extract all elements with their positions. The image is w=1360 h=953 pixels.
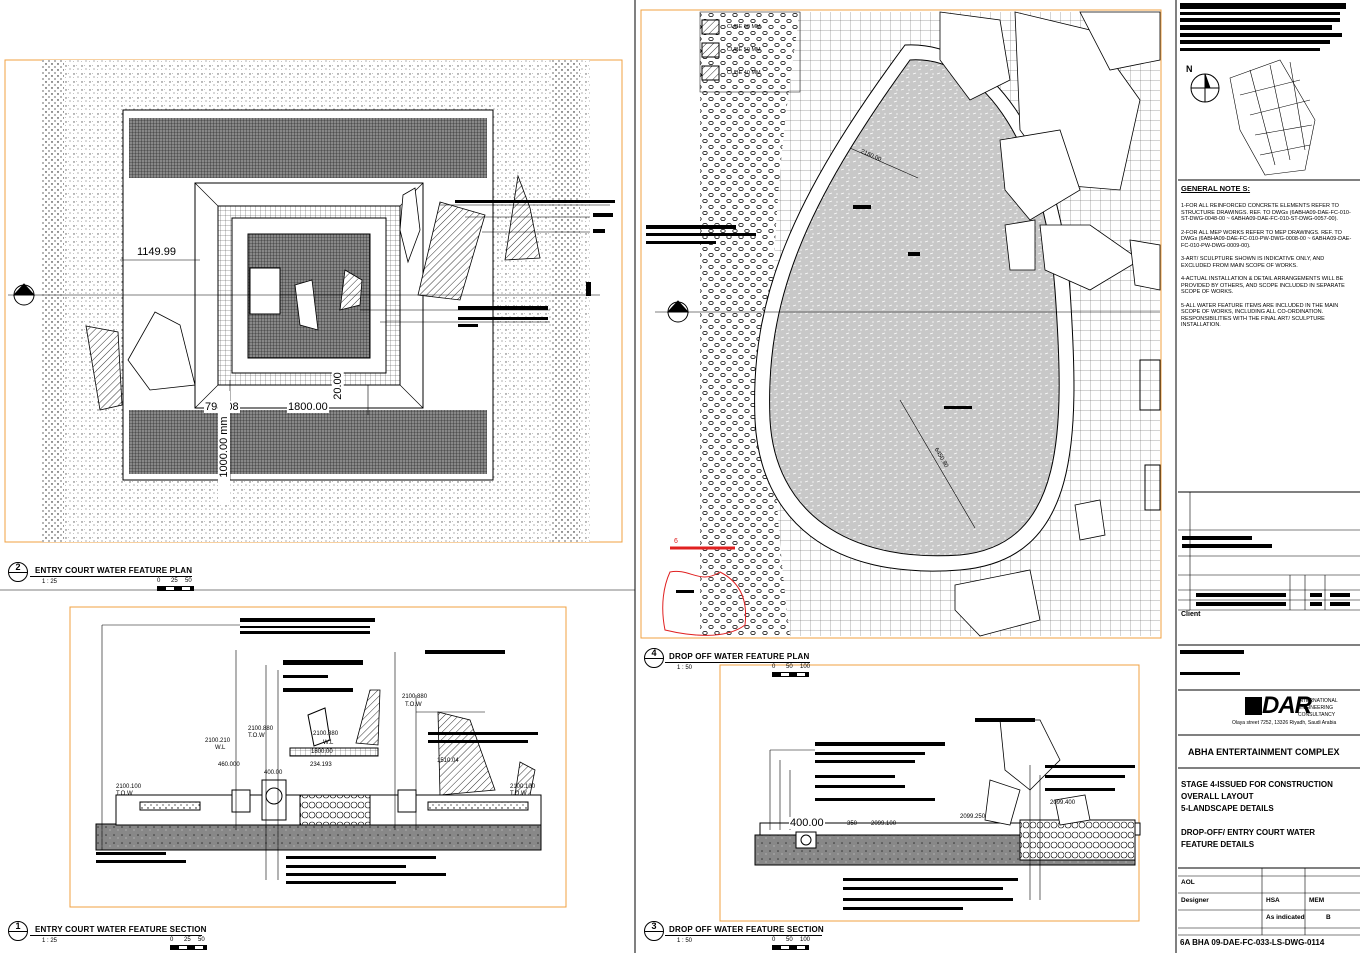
view1-bar-2: 50	[198, 937, 205, 943]
view2-bar-0: 0	[157, 578, 161, 584]
view3-title: DROP OFF WATER FEATURE SECTION	[669, 925, 824, 934]
note-4: 4-ACTUAL INSTALLATION & DETAIL ARRANGEME…	[1181, 276, 1345, 295]
tb-mem: MEM	[1309, 897, 1325, 904]
plan2-dim-1000: 1000.00 mm	[218, 391, 230, 503]
plan2-dim-width: 1149.99	[136, 246, 177, 258]
view4-scale: 1 : 50	[677, 665, 693, 671]
sec1-lvl-10b: T.O.W	[116, 791, 133, 797]
sec1-lvl-5b: W.L	[323, 740, 334, 746]
callout-number: 6	[674, 538, 678, 545]
view4-bar-2: 100	[800, 664, 811, 670]
tb-hsa: HSA	[1266, 897, 1280, 904]
sec1-lvl-1b: T.O.W	[248, 733, 265, 739]
view2-scale: 1 : 25	[42, 579, 58, 585]
view3-bar-2: 100	[800, 937, 811, 943]
stage-1: STAGE 4-ISSUED FOR CONSTRUCTION	[1181, 780, 1333, 789]
legend-label-1: CUBE 60 MM	[727, 24, 761, 30]
sec1-lvl-4b: T.O.W	[405, 702, 422, 708]
tb-scale: As indicated	[1266, 914, 1305, 921]
view3-bar-1: 50	[786, 937, 793, 943]
dar-sub-3: CONSULTANCY	[1298, 712, 1336, 718]
dar-address: Olaya street 7252, 13326 Riyadh, Saudi A…	[1232, 720, 1337, 726]
plan2-dim-20: 20.00	[331, 371, 344, 401]
view2-title: ENTRY COURT WATER FEATURE PLAN	[35, 566, 193, 575]
sec3-lvl-2: 2099.250	[960, 814, 986, 820]
plan2-dim-1800: 1800.00	[287, 401, 329, 413]
sec3-dim-400: 400.00	[789, 817, 825, 829]
dar-sub-2: ENGINEERING	[1298, 705, 1334, 711]
legend-icons	[699, 11, 801, 93]
view4-bar-0: 0	[772, 664, 776, 670]
note-3: 3-ART/ SCULPTURE SHOWN IS INDICATIVE ONL…	[1181, 256, 1325, 269]
drawing-title-2: FEATURE DETAILS	[1181, 840, 1255, 849]
sec1-lvl-7: 234.193	[310, 762, 332, 768]
sec1-lvl-5: 2100.880	[313, 731, 339, 737]
north-arrow	[1190, 73, 1220, 103]
sec3-lvl-1: 2099.100	[871, 821, 897, 827]
tb-aol: AOL	[1181, 879, 1195, 886]
client-label: Client	[1181, 611, 1201, 618]
sec1-lvl-4: 2100.880	[402, 694, 428, 700]
dar-sub-1: INTERNATIONAL	[1298, 698, 1338, 704]
dar-logo-mark	[1245, 697, 1262, 715]
view1-title: ENTRY COURT WATER FEATURE SECTION	[35, 925, 207, 934]
stage-3: 5-LANDSCAPE DETAILS	[1181, 804, 1274, 813]
drawing-title-1: DROP-OFF/ ENTRY COURT WATER	[1181, 828, 1316, 837]
tb-designer: Designer	[1181, 897, 1209, 904]
general-notes: GENERAL NOTE S: 1-FOR ALL REINFORCED CON…	[1181, 184, 1353, 329]
note-2: 2-FOR ALL MEP WORKS REFER TO MEP DRAWING…	[1181, 229, 1352, 249]
view4-title: DROP OFF WATER FEATURE PLAN	[669, 652, 810, 661]
sec1-lvl-2b: W.L	[215, 745, 226, 751]
sec1-lvl-8: 400.00	[264, 770, 283, 776]
stage-2: OVERALL LAYOUT	[1181, 792, 1254, 801]
sec1-lvl-11: 2100.100	[510, 784, 536, 790]
view1-bar-1: 25	[184, 937, 191, 943]
sec1-lvl-11b: T.O.W	[510, 791, 527, 797]
sec1-lvl-3: 460.000	[218, 762, 240, 768]
key-plan	[1229, 59, 1316, 176]
north-label: N	[1186, 64, 1193, 74]
view1-number: 1	[8, 921, 28, 941]
tb-rev: B	[1326, 914, 1331, 921]
view2-bar-2: 50	[185, 578, 192, 584]
view1-bar-0: 0	[170, 937, 174, 943]
note-5: 5-ALL WATER FEATURE ITEMS ARE INCLUDED I…	[1181, 302, 1339, 329]
view3-scale: 1 : 50	[677, 938, 693, 944]
view1-scale: 1 : 25	[42, 938, 58, 944]
sec1-lvl-9: 1510.04	[437, 758, 459, 764]
legend-label-2: CUBE 50 MM	[727, 47, 761, 53]
red-callout	[662, 546, 747, 636]
sec1-lvl-6: 1800.00	[311, 749, 333, 755]
sec1-lvl-10: 2100.100	[116, 784, 142, 790]
view3-number: 3	[644, 921, 664, 941]
section-marker-left	[8, 283, 600, 306]
sec3-dim-350: 350	[847, 821, 858, 827]
dar-logo: DAR	[1262, 692, 1312, 719]
view4-bar-1: 50	[786, 664, 793, 670]
legend-label-3: CUBE 40 MM	[727, 70, 761, 76]
project-name: ABHA ENTERTAINMENT COMPLEX	[1188, 747, 1340, 757]
sec1-lvl-1: 2100.880	[248, 726, 274, 732]
sec3-lvl-3: 2099.400	[1050, 800, 1076, 806]
view3-bar-0: 0	[772, 937, 776, 943]
section-marker-right	[666, 300, 690, 323]
drawing-number: 6A BHA 09-DAE-FC-033-LS-DWG-0114	[1180, 938, 1325, 947]
notes-heading: GENERAL NOTE S:	[1181, 184, 1251, 193]
note-1: 1-FOR ALL REINFORCED CONCRETE ELEMENTS R…	[1181, 203, 1351, 222]
view2-bar-1: 25	[171, 578, 178, 584]
view4-number: 4	[644, 648, 664, 668]
sec1-lvl-2: 2100.210	[205, 738, 231, 744]
view2-number: 2	[8, 562, 28, 582]
